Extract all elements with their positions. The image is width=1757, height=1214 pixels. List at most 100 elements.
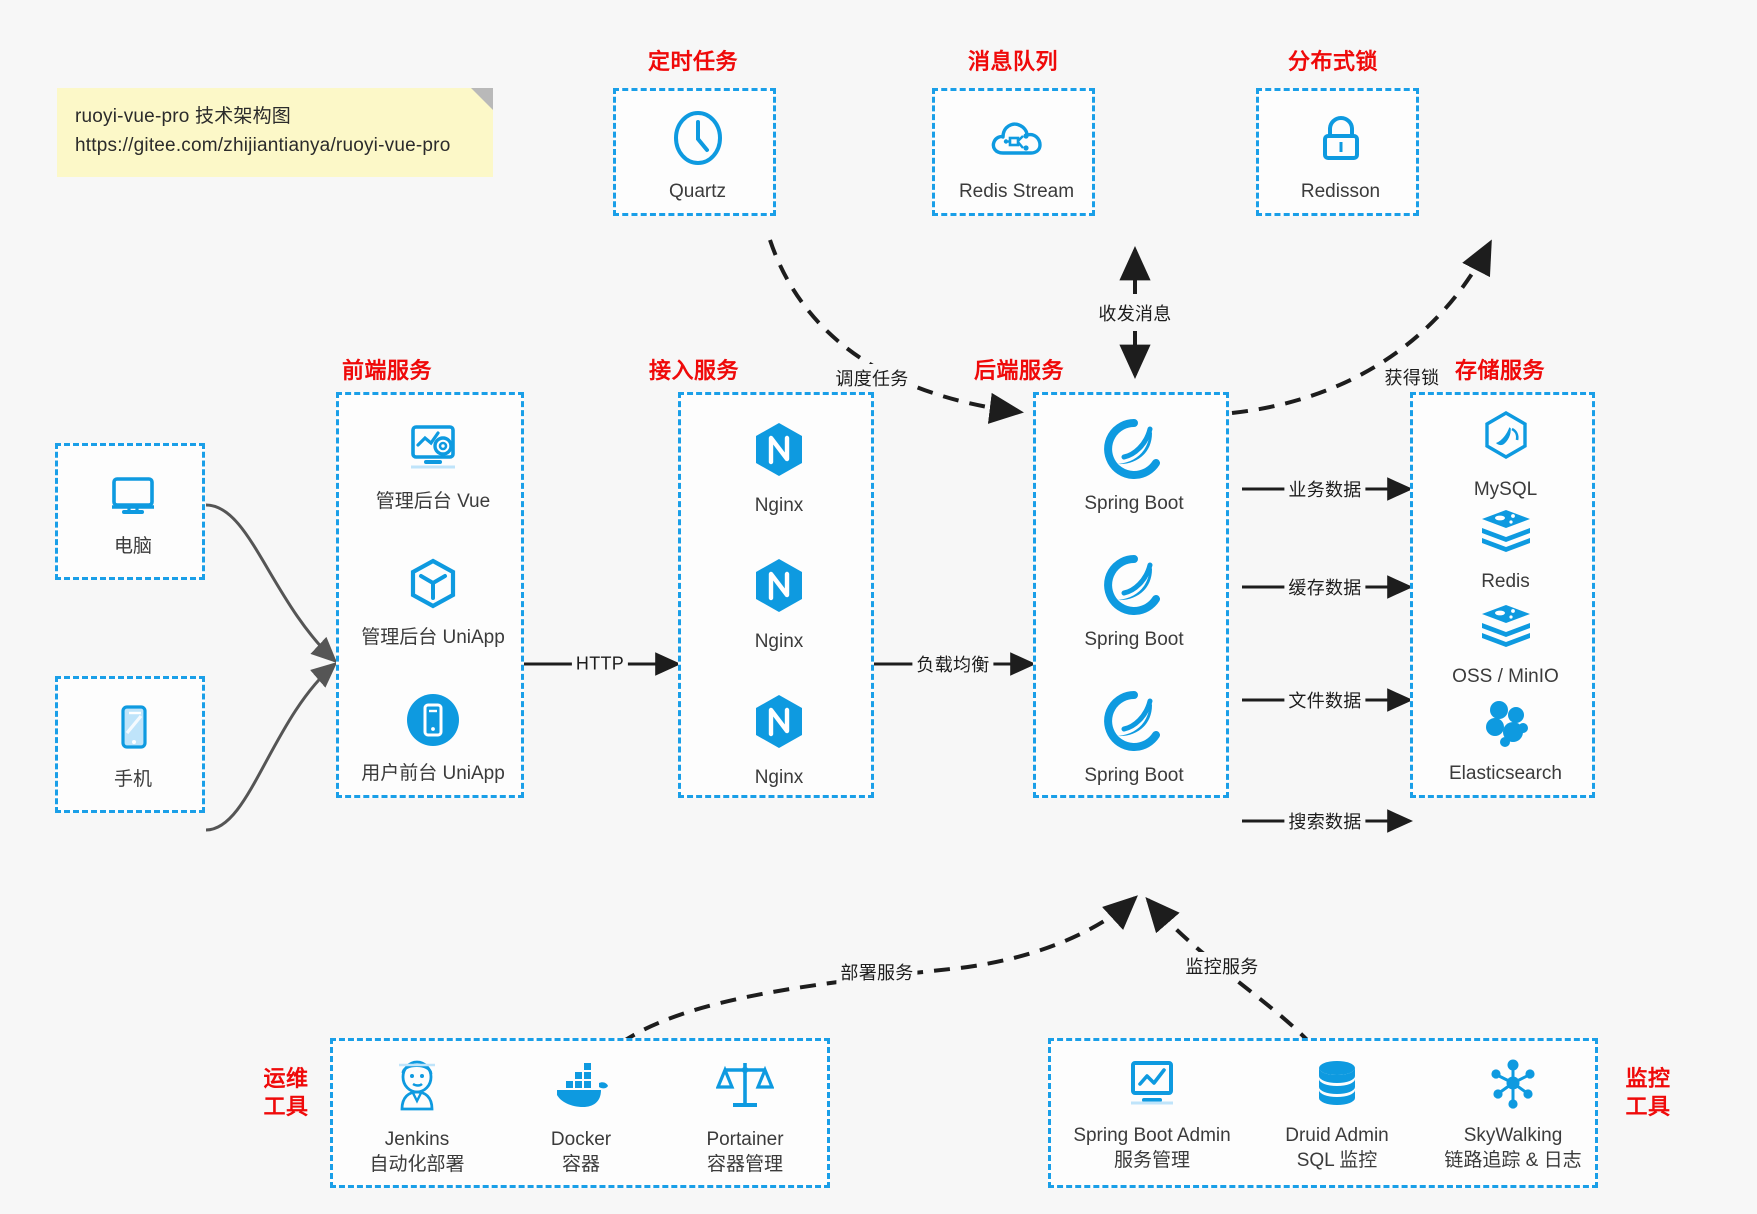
node-label: Quartz (668, 181, 727, 202)
node-elasticsearch[interactable]: Elasticsearch (1413, 697, 1598, 787)
node-spring-boot-admin[interactable]: Spring Boot Admin 服务管理 (1059, 1057, 1245, 1173)
node-user-uniapp[interactable]: 用户前台 UniApp (339, 691, 527, 787)
node-sublabel: SQL 监控 (1296, 1149, 1378, 1171)
node-label: 用户前台 UniApp (361, 763, 505, 784)
group-title-scheduler: 定时任务 (648, 49, 739, 74)
node-sublabel: 容器管理 (706, 1153, 783, 1175)
node-redisson[interactable]: Redisson (1259, 109, 1422, 205)
edge-label-send-receive: 收发消息 (1094, 299, 1176, 327)
node-docker[interactable]: Docker 容器 (505, 1057, 657, 1177)
group-title-gateway: 接入服务 (649, 358, 740, 383)
node-sublabel: 链路追踪 & 日志 (1444, 1149, 1582, 1171)
node-redis[interactable]: Redis (1413, 507, 1598, 595)
group-title-frontend: 前端服务 (342, 358, 433, 383)
node-sublabel: 自动化部署 (369, 1153, 465, 1175)
note-line-url: https://gitee.com/zhijiantianya/ruoyi-vu… (75, 135, 451, 157)
clock-icon (669, 109, 727, 172)
node-label: Redis (1481, 571, 1530, 592)
node-quartz[interactable]: Quartz (616, 109, 779, 205)
node-label: 手机 (113, 769, 152, 790)
docker-icon (551, 1057, 611, 1120)
cloud-stream-icon (988, 109, 1046, 172)
node-label: OSS / MinIO (1452, 666, 1559, 687)
edge-label-schedule-task: 调度任务 (831, 364, 913, 392)
node-nginx-1[interactable]: Nginx (681, 419, 877, 519)
spring-boot-icon (1104, 555, 1164, 620)
group-title-mq: 消息队列 (968, 49, 1059, 74)
node-mysql[interactable]: MySQL (1413, 409, 1598, 503)
node-oss-minio[interactable]: OSS / MinIO (1413, 602, 1598, 690)
node-druid-admin[interactable]: Druid Admin SQL 监控 (1251, 1057, 1423, 1173)
node-label: Spring Boot (1084, 765, 1184, 786)
node-mobile[interactable]: 手机 (58, 699, 208, 793)
elasticsearch-icon (1478, 697, 1534, 754)
node-jenkins[interactable]: Jenkins 自动化部署 (341, 1057, 493, 1177)
node-spring-boot-2[interactable]: Spring Boot (1036, 555, 1232, 653)
node-label: 电脑 (113, 536, 152, 557)
desktop-monitor-icon (105, 466, 161, 527)
group-title-devops: 运维 工具 (258, 1065, 314, 1121)
group-box-mq: Redis Stream (932, 88, 1095, 216)
spring-boot-icon (1104, 691, 1164, 756)
node-redis-stream[interactable]: Redis Stream (935, 109, 1098, 205)
edge-label-acquire-lock: 获得锁 (1380, 363, 1444, 391)
node-label: Spring Boot (1084, 629, 1184, 650)
jenkins-icon (389, 1057, 445, 1120)
database-stack-icon (1310, 1057, 1364, 1116)
group-title-lock: 分布式锁 (1288, 49, 1379, 74)
group-box-lock: Redisson (1256, 88, 1419, 216)
monitoring-title-line1: 监控 (1625, 1066, 1671, 1091)
group-title-backend: 后端服务 (974, 358, 1065, 383)
oss-minio-icon (1478, 602, 1534, 657)
group-box-client-mobile: 手机 (55, 676, 205, 813)
mobile-app-icon (404, 691, 462, 754)
node-nginx-2[interactable]: Nginx (681, 555, 877, 655)
edge-label-search-data: 搜索数据 (1284, 807, 1366, 835)
dashboard-gear-icon (402, 419, 464, 482)
node-desktop[interactable]: 电脑 (58, 466, 208, 560)
mysql-icon (1478, 409, 1534, 470)
node-label: SkyWalking (1463, 1125, 1563, 1146)
edge-label-load-balance: 负载均衡 (912, 650, 994, 678)
node-nginx-3[interactable]: Nginx (681, 691, 877, 791)
portainer-scales-icon (715, 1057, 775, 1120)
edge-label-deploy-service: 部署服务 (836, 958, 918, 986)
edge-label-http: HTTP (571, 652, 629, 676)
node-label: 管理后台 UniApp (361, 627, 505, 648)
node-label: Nginx (754, 495, 804, 516)
node-label: Spring Boot (1084, 493, 1184, 514)
group-box-gateway: Nginx Nginx Nginx (678, 392, 874, 798)
mobile-phone-icon (105, 699, 161, 760)
node-portainer[interactable]: Portainer 容器管理 (669, 1057, 821, 1177)
node-label: Nginx (754, 767, 804, 788)
node-spring-boot-1[interactable]: Spring Boot (1036, 419, 1232, 517)
edge-label-business-data: 业务数据 (1284, 475, 1366, 503)
node-label: 管理后台 Vue (375, 491, 491, 512)
group-title-monitoring: 监控 工具 (1620, 1065, 1676, 1121)
group-box-client-desktop: 电脑 (55, 443, 205, 580)
padlock-icon (1312, 109, 1370, 172)
group-title-storage: 存储服务 (1455, 358, 1546, 383)
node-admin-vue[interactable]: 管理后台 Vue (339, 419, 527, 515)
node-label: Elasticsearch (1449, 763, 1562, 784)
node-admin-uniapp[interactable]: 管理后台 UniApp (339, 555, 527, 651)
skywalking-nodes-icon (1485, 1057, 1541, 1116)
group-box-backend: Spring Boot Spring Boot Spring Boot (1033, 392, 1229, 798)
nginx-icon (749, 691, 809, 758)
node-label: Spring Boot Admin (1073, 1125, 1231, 1146)
node-label: Nginx (754, 631, 804, 652)
group-box-devops: Jenkins 自动化部署 Docker 容器 (330, 1038, 830, 1188)
redis-icon (1478, 507, 1534, 562)
note-line-title: ruoyi-vue-pro 技术架构图 (75, 106, 292, 127)
node-label: Druid Admin (1285, 1125, 1389, 1146)
group-box-storage: MySQL Redis (1410, 392, 1595, 798)
group-box-monitoring: Spring Boot Admin 服务管理 Druid Admin SQL 监… (1048, 1038, 1598, 1188)
node-spring-boot-3[interactable]: Spring Boot (1036, 691, 1232, 789)
node-skywalking[interactable]: SkyWalking 链路追踪 & 日志 (1429, 1057, 1597, 1173)
node-label: Redisson (1300, 181, 1381, 202)
group-box-frontend: 管理后台 Vue 管理后台 UniApp 用户前台 UniApp (336, 392, 524, 798)
devops-title-line2: 工具 (263, 1094, 309, 1120)
node-label: Jenkins (384, 1129, 450, 1150)
edge-label-file-data: 文件数据 (1284, 686, 1366, 714)
